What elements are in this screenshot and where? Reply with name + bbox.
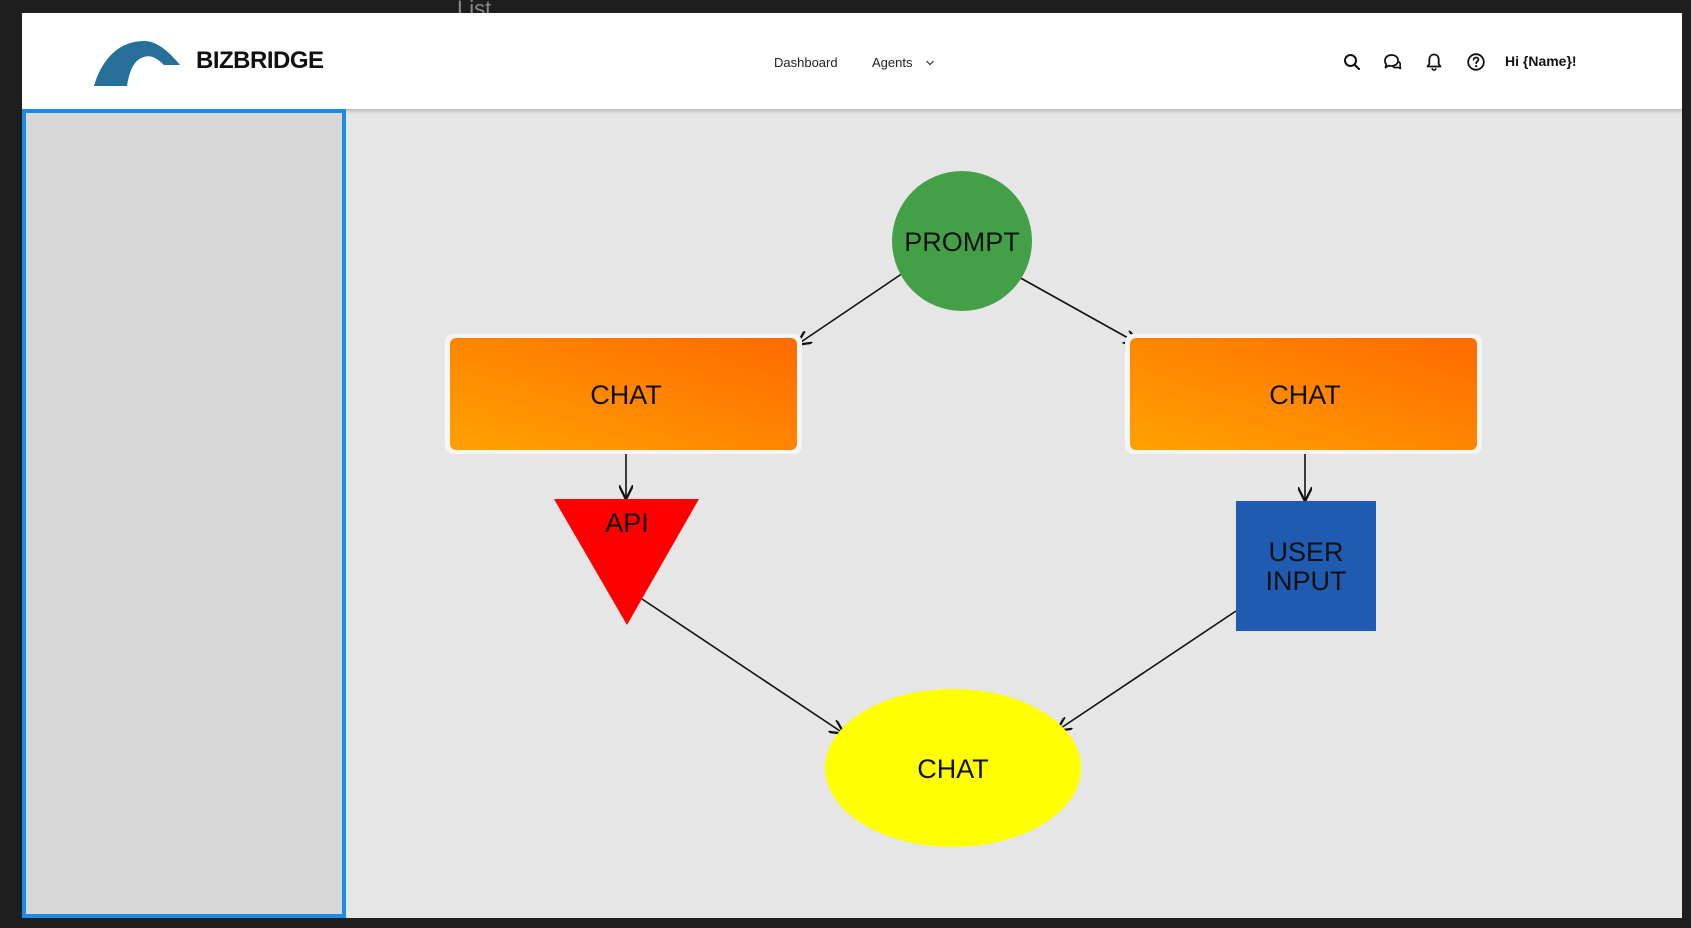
prompt-node[interactable]: PROMPT: [892, 171, 1032, 311]
chat-node-right-fill: [1130, 338, 1477, 450]
prompt-node-shape: [892, 171, 1032, 311]
chat-node-left-fill: [450, 338, 797, 450]
api-node[interactable]: API: [554, 499, 699, 625]
chat-node-left-label: CHAT: [590, 380, 662, 410]
prompt-node-label: PROMPT: [904, 227, 1020, 257]
chat-final-node-label: CHAT: [917, 754, 989, 784]
search-icon[interactable]: [1342, 52, 1362, 72]
user-input-node-label-line2: INPUT: [1266, 566, 1347, 596]
edge-user-input-to-chat-final[interactable]: [1058, 610, 1237, 730]
edge-prompt-to-chat-right[interactable]: [1016, 275, 1137, 343]
api-node-shape: [554, 499, 699, 625]
user-input-node-label-line1: USER: [1268, 537, 1343, 567]
chat-final-node-shape: [825, 689, 1081, 847]
brand-name[interactable]: BIZBRIDGE: [196, 47, 324, 74]
bell-icon[interactable]: [1424, 52, 1444, 72]
nav-agents-dropdown[interactable]: Agents: [872, 55, 913, 70]
app-frame: PROMPT CHAT CHAT API USER INPUT CHA: [22, 13, 1682, 918]
chevron-down-icon[interactable]: [925, 59, 935, 67]
bizbridge-logo-icon: [94, 41, 180, 86]
user-greeting[interactable]: Hi {Name}!: [1505, 53, 1577, 69]
help-icon[interactable]: [1466, 52, 1486, 72]
edge-prompt-to-chat-left[interactable]: [798, 272, 904, 344]
sidebar-panel[interactable]: [22, 109, 346, 918]
chat-node-right[interactable]: CHAT: [1125, 334, 1482, 454]
chat-final-node[interactable]: CHAT: [825, 689, 1081, 847]
chat-node-right-label: CHAT: [1269, 380, 1341, 410]
top-navigation-bar: BIZBRIDGE Dashboard Agents Hi {Name}!: [22, 13, 1682, 109]
chat-node-left[interactable]: CHAT: [445, 334, 802, 454]
nav-dashboard-link[interactable]: Dashboard: [774, 55, 838, 70]
user-input-node-shape: [1236, 501, 1376, 631]
user-input-node[interactable]: USER INPUT: [1236, 501, 1376, 631]
workflow-canvas: PROMPT CHAT CHAT API USER INPUT CHA: [445, 171, 1482, 847]
edge-api-to-chat-final[interactable]: [641, 598, 843, 733]
api-node-label: API: [605, 508, 649, 538]
chat-bubbles-icon[interactable]: [1382, 52, 1402, 72]
